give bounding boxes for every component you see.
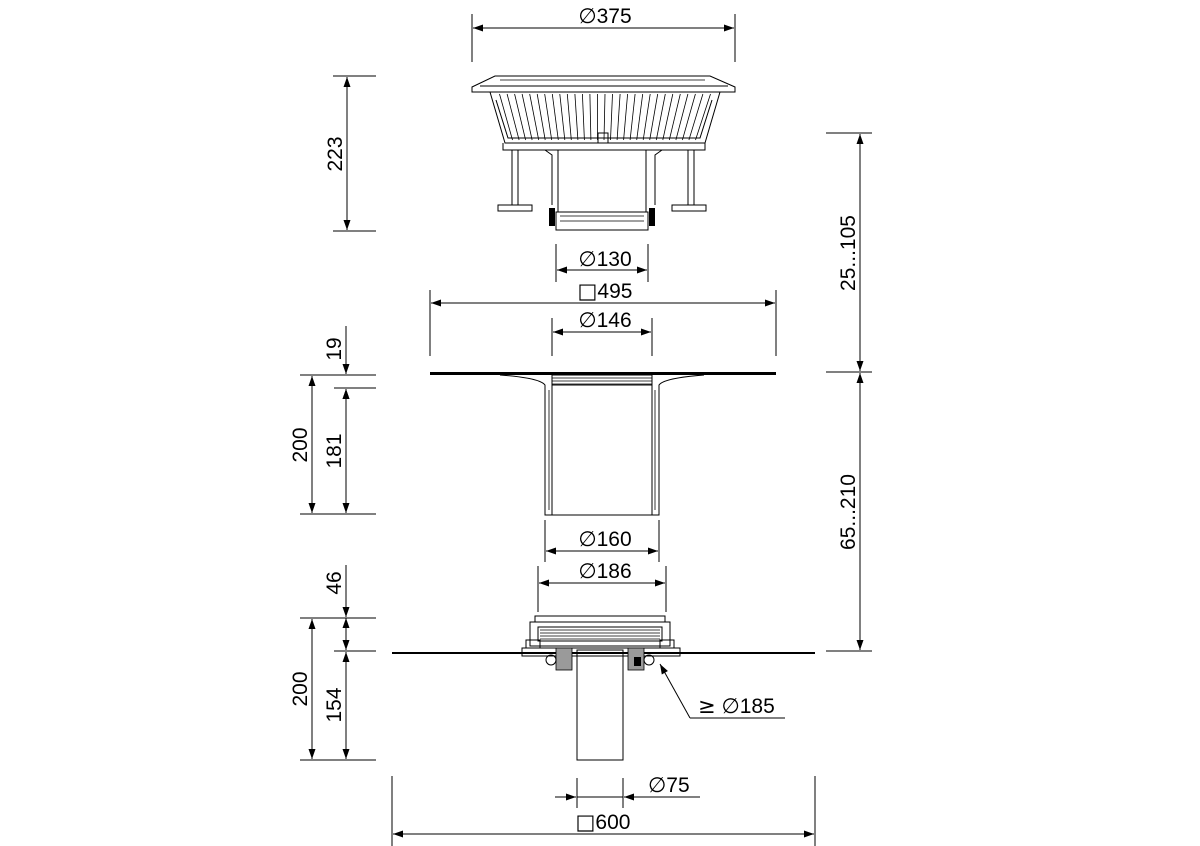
grate-slat (629, 93, 636, 141)
grate-slat (668, 93, 681, 141)
grate-slat (499, 93, 513, 141)
grate-slat (662, 93, 674, 141)
extension-component (430, 372, 776, 516)
dim-lower-top: 46 (323, 571, 346, 594)
dim-flange-square: □495 (578, 279, 633, 303)
dimension-lines (300, 14, 872, 846)
dim-mid-body: 181 (323, 433, 346, 468)
dim-outlet-diameter-bottom: ∅75 (648, 773, 690, 797)
grate-slat (589, 93, 592, 141)
dim-outlet-diameter-top: ∅130 (578, 247, 631, 271)
dim-mid-diameter-outer: ∅160 (578, 527, 631, 551)
grate-slat (536, 93, 546, 141)
grate-slat (529, 93, 540, 141)
grate-component (471, 75, 736, 231)
dim-upper-diameter: ∅146 (578, 308, 631, 332)
dim-min-diameter: ≥ ∅185 (698, 694, 775, 718)
grate-slat (551, 93, 559, 141)
grate-slat (514, 93, 526, 141)
grate-slat (642, 93, 651, 141)
grate-slat (610, 93, 613, 141)
dim-top-height: 223 (324, 136, 347, 171)
grate-slat (582, 93, 585, 141)
grate-slat (616, 93, 621, 141)
grate-slat (695, 93, 711, 141)
grate-slat (688, 93, 704, 141)
dim-upper-range: 25...105 (837, 215, 860, 291)
grate-slat (521, 93, 533, 141)
dim-lower-total: 200 (289, 671, 312, 706)
grate-slat (655, 93, 666, 141)
grate-slat (623, 93, 628, 141)
dim-top-diameter: ∅375 (578, 4, 631, 28)
grate-slat (506, 93, 520, 141)
grate-slat (603, 93, 606, 141)
dim-lower-range: 65...210 (837, 474, 860, 550)
grate-slat (636, 93, 644, 141)
grate-slat (574, 93, 579, 141)
dim-mid-total: 200 (289, 427, 312, 462)
grate-slat (544, 93, 553, 141)
grate-slat (682, 93, 696, 141)
dim-flange-thickness: 19 (323, 337, 346, 360)
grate-slat (566, 93, 572, 141)
grate-slat (649, 93, 659, 141)
dim-base-square: □600 (576, 810, 631, 834)
grate-slat (675, 93, 689, 141)
grate-slat (559, 93, 566, 141)
dim-lower-diameter-ring: ∅186 (578, 559, 631, 583)
body-component (392, 615, 815, 761)
dimension-labels: ∅375 223 ∅130 □495 ∅146 25...105 19 200 … (289, 4, 860, 834)
dim-lower-body: 154 (323, 687, 346, 722)
